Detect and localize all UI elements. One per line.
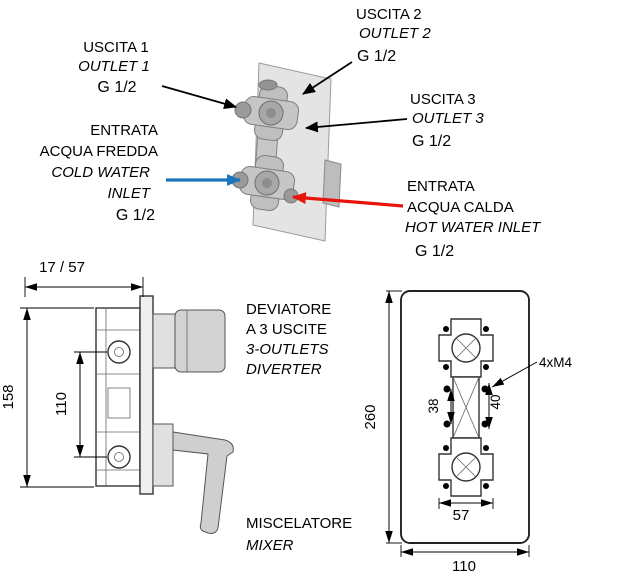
label-outlet3-en: OUTLET 3 — [412, 110, 484, 127]
label-hot-it2: ACQUA CALDA — [407, 199, 514, 216]
label-outlet2-thread: G 1/2 — [357, 48, 396, 65]
side-view-drawing: 17 / 57 158 110 DEVIATORE A 3 USCITE 3-O… — [0, 259, 352, 554]
side-screw-top — [107, 340, 131, 364]
label-cold-it2: ACQUA FREDDA — [40, 143, 158, 160]
label-diverter-en2: DIVERTER — [246, 361, 322, 378]
label-outlet1-it: USCITA 1 — [83, 39, 149, 56]
label-diverter-it1: DEVIATORE — [246, 301, 331, 318]
front-view-drawing: 260 38 40 57 110 4xM4 — [362, 290, 573, 575]
label-screws: 4xM4 — [539, 355, 573, 370]
mixer-cartridge — [238, 154, 296, 212]
outlet1-arrow — [161, 85, 238, 109]
side-trim-plate — [139, 295, 154, 495]
dim-plate-width: 110 — [452, 558, 476, 575]
diverter-cartridge — [242, 84, 300, 142]
dim-screw-gap-v: 38 — [426, 398, 441, 413]
hot-inlet-arrow — [291, 192, 404, 208]
m4-screw — [443, 420, 451, 428]
diverter-knob — [174, 309, 226, 373]
label-outlet2-it: USCITA 2 — [356, 6, 422, 23]
dim-plate-height: 260 — [362, 404, 379, 429]
diverter-knob-base — [152, 313, 176, 369]
dim-centers: 110 — [53, 392, 70, 416]
outlet2-arrow — [302, 61, 353, 95]
label-diverter-en1: 3-OUTLETS — [246, 341, 329, 358]
label-outlet2-en: OUTLET 2 — [359, 25, 431, 42]
side-tab — [322, 159, 342, 208]
outlet1-port — [234, 101, 252, 119]
label-cold-en2: INLET — [107, 185, 151, 202]
label-hot-thread: G 1/2 — [415, 243, 454, 260]
label-outlet3-it: USCITA 3 — [410, 91, 476, 108]
label-cold-thread: G 1/2 — [116, 207, 155, 224]
top-labels: USCITA 1 OUTLET 1 G 1/2 USCITA 2 OUTLET … — [40, 6, 542, 260]
label-hot-it1: ENTRATA — [407, 178, 475, 195]
dim-depth: 17 / 57 — [39, 259, 85, 276]
label-outlet1-en: OUTLET 1 — [78, 58, 150, 75]
label-mixer-en: MIXER — [246, 537, 294, 554]
screws-leader-line — [491, 361, 538, 388]
label-cold-en1: COLD WATER — [51, 164, 150, 181]
dim-height: 158 — [0, 384, 17, 409]
label-mixer-it: MISCELATORE — [246, 515, 352, 532]
label-outlet1-thread: G 1/2 — [97, 79, 136, 96]
valve-body-illustration — [231, 62, 342, 242]
side-screw-bottom — [107, 445, 131, 469]
label-outlet3-thread: G 1/2 — [412, 133, 451, 150]
label-hot-en: HOT WATER INLET — [405, 219, 542, 236]
label-cold-it1: ENTRATA — [90, 122, 158, 139]
label-diverter-it2: A 3 USCITE — [246, 321, 327, 338]
mixer-lever — [172, 431, 234, 534]
dim-body-width: 57 — [453, 507, 470, 524]
outlet2-port — [258, 79, 278, 91]
outlet3-arrow — [304, 118, 408, 133]
m4-screw — [481, 385, 489, 393]
m4-screw — [481, 420, 489, 428]
m4-screw — [443, 385, 451, 393]
dim-screw-gap-h: 40 — [488, 394, 503, 409]
side-cartridge — [107, 387, 131, 419]
mixer-escutcheon — [152, 423, 174, 487]
